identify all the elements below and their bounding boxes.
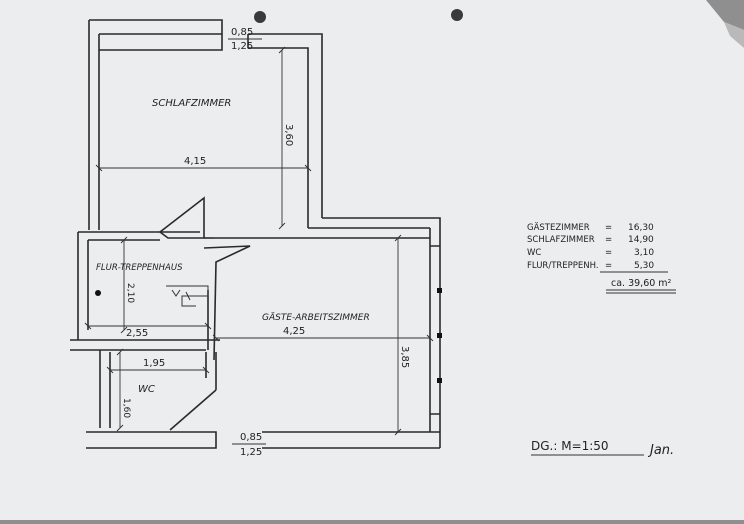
area-eq-schlaf: =	[605, 235, 612, 245]
dim-top-125: 1,25	[231, 41, 253, 52]
dim-bottom-125: 1,25	[240, 447, 262, 458]
area-value-schlaf: 14,90	[628, 235, 654, 245]
punch-hole-right	[451, 9, 463, 21]
dim-wc-height: 1,60	[121, 398, 131, 418]
gaeste-walls	[262, 228, 442, 449]
flur-walls	[70, 231, 430, 351]
dim-gaeste-height: 3,85	[399, 346, 410, 368]
stair-block	[158, 196, 251, 361]
dim-schlaf-width: 4,15	[184, 156, 206, 167]
room-label-wc: WC	[138, 384, 155, 395]
dim-flur-height: 2,10	[125, 283, 135, 303]
area-value-flur: 5,30	[634, 261, 654, 271]
dim-bottom-085: 0,85	[240, 432, 262, 443]
window-mark-2	[437, 333, 442, 338]
newel-dot	[95, 290, 101, 296]
area-label-flur: FLUR/TREPPENH.	[527, 261, 599, 271]
dim-wc-width: 1,95	[143, 358, 165, 369]
dim-top-085: 0,85	[231, 27, 253, 38]
room-label-schlafzimmer: SCHLAFZIMMER	[152, 98, 231, 109]
window-mark-1	[437, 288, 442, 293]
area-label-wc: WC	[527, 248, 541, 258]
room-label-gaeste: GÄSTE-ARBEITSZIMMER	[262, 312, 370, 323]
dim-schlaf-height: 3,60	[283, 124, 294, 146]
signature: Jan.	[647, 443, 674, 458]
dim-flur-width: 2,55	[126, 328, 148, 339]
area-label-gaeste: GÄSTEZIMMER	[527, 222, 590, 233]
punch-hole-left	[254, 11, 266, 23]
area-label-schlaf: SCHLAFZIMMER	[527, 235, 595, 245]
room-label-flur: FLUR-TREPPENHAUS	[96, 263, 183, 273]
area-eq-gaeste: =	[605, 223, 612, 233]
scale-note: DG.: M=1:50	[531, 439, 609, 453]
area-value-wc: 3,10	[634, 248, 654, 258]
area-total: ca. 39,60 m²	[611, 278, 672, 289]
schlafzimmer-walls	[88, 19, 441, 432]
dimension-lines	[84, 38, 434, 445]
area-value-gaeste: 16,30	[628, 223, 654, 233]
area-table: GÄSTEZIMMER = 16,30 SCHLAFZIMMER = 14,90…	[527, 222, 676, 294]
area-eq-wc: =	[605, 248, 612, 258]
area-eq-flur: =	[605, 261, 612, 271]
wc-walls	[86, 350, 217, 449]
dim-gaeste-width: 4,25	[283, 326, 305, 337]
paper-shadow-edge	[724, 22, 744, 48]
window-mark-3	[437, 378, 442, 383]
